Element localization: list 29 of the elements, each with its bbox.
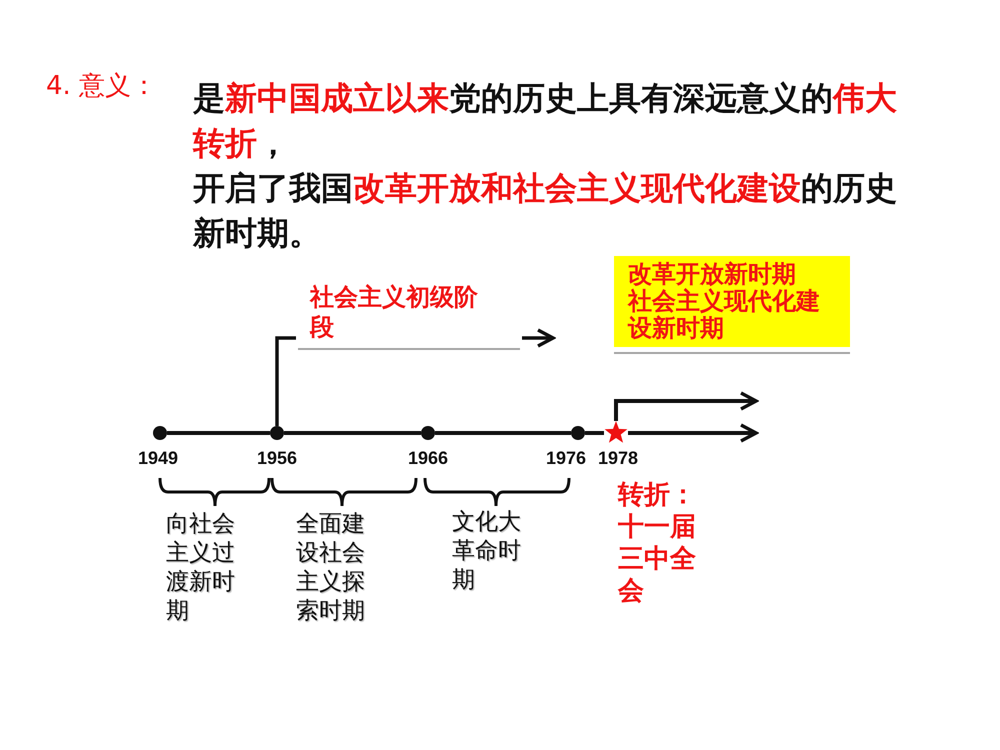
timeline-dot <box>153 426 167 440</box>
timeline-segment <box>284 431 421 435</box>
timeline-dot <box>270 426 284 440</box>
period-label: 全面建设社会主义探索时期 <box>296 510 366 626</box>
underlined-caption <box>298 282 520 350</box>
timeline-segment <box>585 431 604 435</box>
year-label: 1966 <box>408 448 448 468</box>
branch-arrow <box>275 328 555 428</box>
timeline-dot <box>571 426 585 440</box>
highlight-text: 改革开放新时期 <box>628 261 797 288</box>
branch-arrow <box>614 391 758 421</box>
year-label: 1956 <box>256 448 298 468</box>
stage-text: 社会主义初级阶段 <box>310 282 479 342</box>
section-heading: 4. 意义： <box>46 70 158 102</box>
star-marker <box>604 421 628 445</box>
timeline-dot <box>421 426 435 440</box>
highlight-box <box>614 256 850 354</box>
year-label: 1976 <box>546 448 586 468</box>
year-label: 1978 <box>598 448 638 468</box>
timeline-segment <box>167 431 270 435</box>
statement-text: 开启了我国改革开放和社会主义现代化建设的历史新时期。 <box>193 168 898 254</box>
statement-text: 是新中国成立以来党的历史上具有深远意义的伟大转折， <box>193 78 898 164</box>
year-label: 1949 <box>138 448 178 468</box>
turning-point-note: 转折：十一届三中全会 <box>618 479 697 607</box>
period-label: 向社会主义过渡新时期 <box>166 510 236 626</box>
period-label: 文化大革命时期 <box>452 508 522 595</box>
timeline-arrow <box>628 423 758 443</box>
timeline-segment <box>435 431 571 435</box>
highlight-text: 社会主义现代化建设新时期 <box>628 288 821 342</box>
